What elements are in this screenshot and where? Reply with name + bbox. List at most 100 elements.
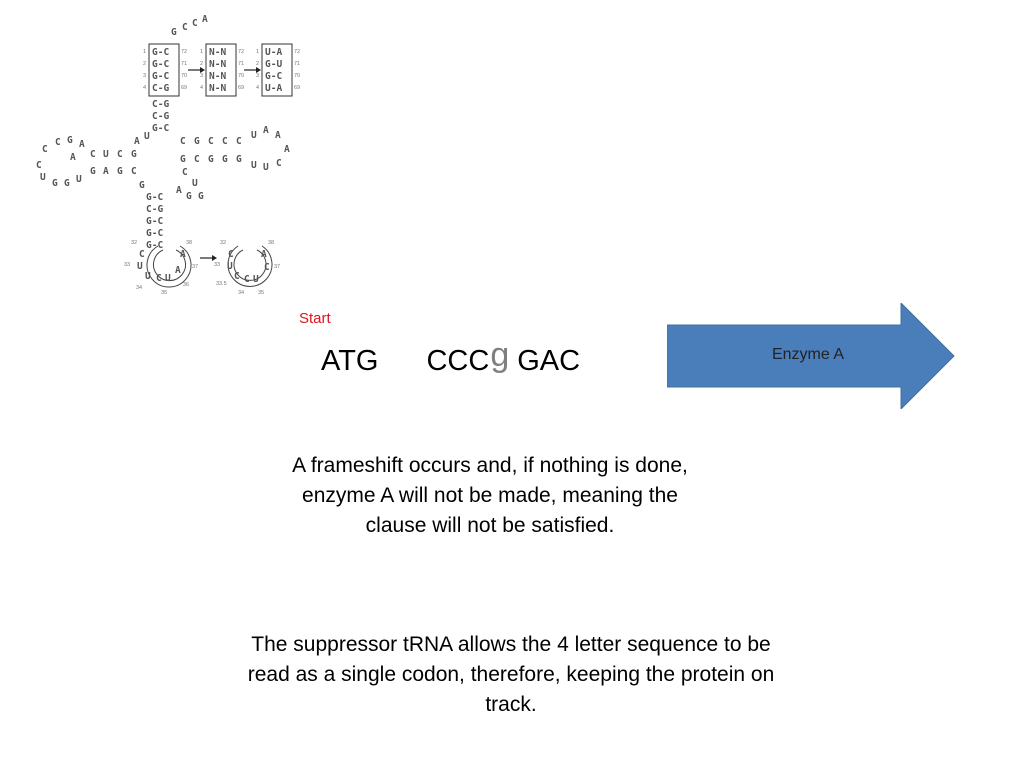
svg-text:72: 72 — [181, 49, 187, 55]
svg-text:3: 3 — [256, 73, 259, 79]
arrow-shape — [666, 301, 955, 411]
svg-text:1: 1 — [256, 49, 259, 55]
codon-ccc: CCC — [426, 345, 490, 377]
svg-text:G-C: G-C — [152, 59, 169, 70]
svg-text:C: C — [182, 167, 188, 178]
svg-text:72: 72 — [294, 49, 300, 55]
svg-text:A: A — [134, 136, 140, 147]
svg-text:A: A — [180, 249, 186, 260]
acceptor-end: G C C A — [171, 14, 208, 38]
junction: A U G — [134, 131, 150, 191]
svg-text:C: C — [264, 262, 270, 273]
svg-text:G: G — [222, 154, 228, 165]
svg-text:69: 69 — [294, 85, 300, 91]
svg-text:69: 69 — [181, 85, 187, 91]
svg-text:G: G — [186, 191, 192, 202]
svg-text:G-C: G-C — [146, 228, 163, 239]
svg-text:32: 32 — [131, 240, 137, 246]
svg-text:N-N: N-N — [209, 47, 226, 58]
svg-text:C: C — [180, 136, 186, 147]
svg-text:N-N: N-N — [209, 59, 226, 70]
svg-text:G: G — [90, 166, 96, 177]
svg-text:70: 70 — [181, 73, 187, 79]
svg-text:C: C — [228, 249, 234, 260]
svg-text:A: A — [202, 14, 208, 25]
svg-text:34: 34 — [238, 290, 244, 295]
svg-text:33: 33 — [214, 262, 220, 268]
svg-text:G: G — [208, 154, 214, 165]
svg-text:U: U — [145, 271, 151, 282]
variable-loop: C U G A G — [176, 167, 204, 202]
svg-text:G: G — [171, 27, 177, 38]
svg-text:71: 71 — [181, 61, 187, 67]
svg-text:37: 37 — [274, 264, 280, 270]
svg-text:35: 35 — [258, 290, 264, 295]
svg-text:C-G: C-G — [152, 99, 169, 110]
svg-text:C-G: C-G — [152, 111, 169, 122]
svg-text:U: U — [192, 178, 198, 189]
svg-text:69: 69 — [238, 85, 244, 91]
svg-text:72: 72 — [238, 49, 244, 55]
svg-text:C: C — [36, 160, 42, 171]
svg-text:G: G — [117, 166, 123, 177]
svg-text:32: 32 — [220, 240, 226, 246]
svg-text:G: G — [52, 178, 58, 189]
svg-text:U: U — [227, 261, 233, 272]
svg-text:A: A — [176, 185, 182, 196]
svg-text:37: 37 — [192, 264, 198, 270]
svg-text:U: U — [253, 274, 259, 285]
svg-text:C: C — [194, 154, 200, 165]
svg-text:3: 3 — [143, 73, 146, 79]
svg-text:U: U — [251, 130, 257, 141]
svg-text:36: 36 — [183, 282, 189, 288]
svg-text:C: C — [236, 136, 242, 147]
svg-text:G: G — [198, 191, 204, 202]
codon-gac: GAC — [517, 345, 581, 377]
svg-text:U-A: U-A — [265, 83, 282, 94]
svg-text:U: U — [165, 273, 171, 284]
svg-text:G-C: G-C — [146, 216, 163, 227]
svg-text:C: C — [55, 137, 61, 148]
acceptor-stem-box-original: G-C G-C G-C C-G 1 2 3 4 72 71 70 69 — [143, 43, 187, 97]
anticodon-stem: G-C C-G G-C G-C G-C — [146, 192, 163, 251]
svg-text:33: 33 — [124, 262, 130, 268]
svg-text:G-C: G-C — [152, 123, 169, 134]
svg-text:35: 35 — [161, 290, 167, 295]
svg-text:4: 4 — [200, 85, 203, 91]
svg-text:G: G — [139, 180, 145, 191]
svg-text:C: C — [139, 249, 145, 260]
svg-text:2: 2 — [256, 61, 259, 67]
svg-text:G-C: G-C — [146, 240, 163, 251]
trna-diagram: G C C A G-C G-C G-C C-G 1 2 3 4 72 71 70… — [30, 10, 305, 296]
svg-text:U: U — [251, 160, 257, 171]
t-arm: C G C C C G C G G G U A A A C U U — [180, 125, 290, 173]
svg-text:C: C — [234, 271, 240, 282]
svg-text:C: C — [192, 18, 198, 29]
inserted-base: g — [490, 336, 510, 374]
suppressor-explanation: The suppressor tRNA allows the 4 letter … — [247, 633, 775, 716]
svg-text:U: U — [76, 174, 82, 185]
frameshift-explanation: A frameshift occurs and, if nothing is d… — [292, 454, 688, 537]
trna-structure-svg: G C C A G-C G-C G-C C-G 1 2 3 4 72 71 70… — [36, 14, 300, 296]
svg-text:C: C — [90, 149, 96, 160]
svg-text:G-C: G-C — [146, 192, 163, 203]
svg-text:G: G — [194, 136, 200, 147]
svg-text:33.5: 33.5 — [216, 281, 227, 287]
svg-text:1: 1 — [143, 49, 146, 55]
svg-text:U: U — [144, 131, 150, 142]
svg-text:G: G — [236, 154, 242, 165]
svg-text:G-C: G-C — [265, 71, 282, 82]
svg-text:A: A — [103, 166, 109, 177]
svg-text:2: 2 — [200, 61, 203, 67]
svg-text:A: A — [263, 125, 269, 136]
svg-text:C-G: C-G — [146, 204, 163, 215]
anticodon-loop-suppressor: C A U C C U C 32 33 33.5 34 35 37 38 — [214, 240, 280, 296]
svg-text:A: A — [275, 130, 281, 141]
svg-text:G-C: G-C — [152, 71, 169, 82]
acceptor-stem-box-suppressor: U-A G-U G-C U-A 1 2 3 4 72 71 70 69 — [256, 43, 300, 97]
enzyme-label: Enzyme A — [771, 346, 845, 363]
svg-text:A: A — [284, 144, 290, 155]
anticodon-loop-original: C A U U C U A 32 33 34 35 36 37 38 — [124, 240, 198, 296]
